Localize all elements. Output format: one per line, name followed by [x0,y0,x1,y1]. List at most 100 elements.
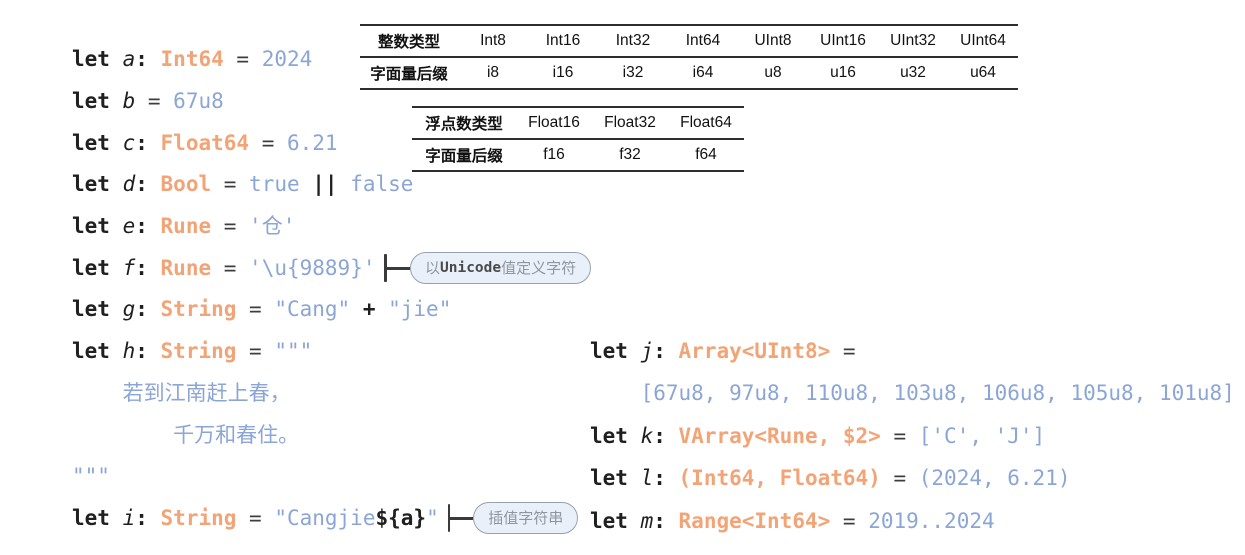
code-token-var: e [122,214,136,239]
code-token-val: 2024 [261,47,313,72]
table-cell: UInt64 [960,32,1006,49]
code-token-kw: let [72,89,123,114]
table-cell: Int32 [615,32,651,49]
code-token-val: 6.21 [286,130,338,155]
code-token-punc: : [135,214,161,239]
code-token-op: = [223,47,262,72]
code-token-type: VArray<Rune, $2> [678,423,881,448]
code-token-val: 千万和春住。 [173,422,300,447]
table-cell: UInt16 [820,32,866,49]
code-line: let b = 67u8 [72,81,591,123]
table-cell: f32 [619,146,641,163]
code-token-type: Range<Int64> [678,508,831,533]
code-token-op: = [236,339,275,364]
code-token-kw: let [72,214,123,239]
code-token-punc: : [135,339,161,364]
code-token-kw: let [72,47,123,72]
code-token-punc: + [350,297,389,322]
code-token-punc [72,383,123,404]
callout-connector-line [386,267,410,270]
code-line: let m: Range<Int64> = 2019..2024 [590,500,1235,543]
code-token-val: ['C', 'J'] [918,423,1046,448]
code-token-punc: : [135,172,161,197]
code-token-var: a [122,47,136,72]
table-cell: i16 [552,64,574,81]
code-token-op: = [147,89,174,114]
code-line: let k: VArray<Rune, $2> = ['C', 'J'] [590,415,1235,458]
code-line: let d: Bool = true || false [72,164,591,206]
code-token-kw: let [590,338,641,363]
code-token-punc [590,383,641,404]
callout-interpolation: 插值字符串 [447,502,579,535]
code-token-val: 67u8 [173,89,224,114]
code-line: let c: Float64 = 6.21 [72,122,591,164]
code-line: let g: String = "Cang" + "jie" [72,289,591,331]
code-line: let e: Rune = '仓' [72,206,591,248]
callout-connector-line [450,517,474,520]
code-token-kw: let [72,297,123,322]
code-token-var: g [122,297,136,322]
code-line: let f: Rune = '\u{9889}'以 Unicode 值定义字符 [72,247,592,289]
code-line: let j: Array<UInt8> = [590,330,1235,373]
code-token-op: = [880,466,919,491]
code-token-op: = [249,130,287,155]
code-token-type: String [160,505,237,530]
table-row: 字面量后缀 f16 f32 f64 [412,139,744,171]
code-token-var: c [122,130,136,155]
code-token-kw: let [72,505,123,530]
code-token-var: d [122,172,136,197]
code-token-val: '\u{9889}' [249,255,376,280]
code-token-var: f [122,255,136,280]
callout-connector-bar [384,254,387,283]
code-token-var: h [122,339,136,364]
callout-connector-bar [447,504,451,533]
code-token-type: String [160,339,237,364]
code-token-punc: : [135,130,161,155]
code-token-val: false [350,172,414,197]
code-token-type: Rune [160,214,212,239]
code-token-punc: : [135,297,161,322]
code-line: let a: Int64 = 2024 [72,39,591,81]
code-token-val: "Cang" [274,297,351,322]
code-token-punc: : [653,423,679,448]
table-cell: f64 [695,146,717,163]
code-token-punc: : [653,508,679,533]
code-line: 若到江南赶上春， [72,373,591,415]
code-token-op: = [211,214,250,239]
table-cell: UInt8 [754,32,792,49]
code-token-punc: : [135,47,161,72]
code-token-type: Float64 [160,130,250,155]
code-token-val: " [426,505,439,530]
code-token-val: """ [72,464,110,489]
table-cell: f16 [543,146,565,163]
code-token-punc: : [653,338,679,363]
code-token-kw: let [590,423,641,448]
row-header-cell: 字面量后缀 [425,148,503,165]
code-token-var: i [122,505,136,530]
callout-bubble: 以 Unicode 值定义字符 [409,252,592,285]
code-token-type: String [160,297,237,322]
code-token-op: = [236,505,275,530]
code-token-op: = [211,172,250,197]
callout-bubble: 插值字符串 [473,502,579,535]
code-token-var: j [640,338,654,363]
code-token-op: = [830,508,869,533]
table-cell: i64 [692,64,714,81]
code-column-right: let j: Array<UInt8> = [67u8, 97u8, 110u8… [590,330,1235,543]
table-cell: u64 [970,64,996,81]
table-cell: Int8 [480,32,506,49]
callout-text: 插值字符串 [488,509,564,527]
code-token-type: Bool [160,172,212,197]
code-token-op: = [236,297,275,322]
code-token-op: = [830,338,856,363]
row-header-cell: 浮点数类型 [425,116,503,133]
table-cell: Int64 [685,32,721,49]
code-token-val: '仓' [249,214,296,239]
code-token-type: (Int64, Float64) [678,466,881,491]
code-line: 千万和春住。 [72,414,591,456]
